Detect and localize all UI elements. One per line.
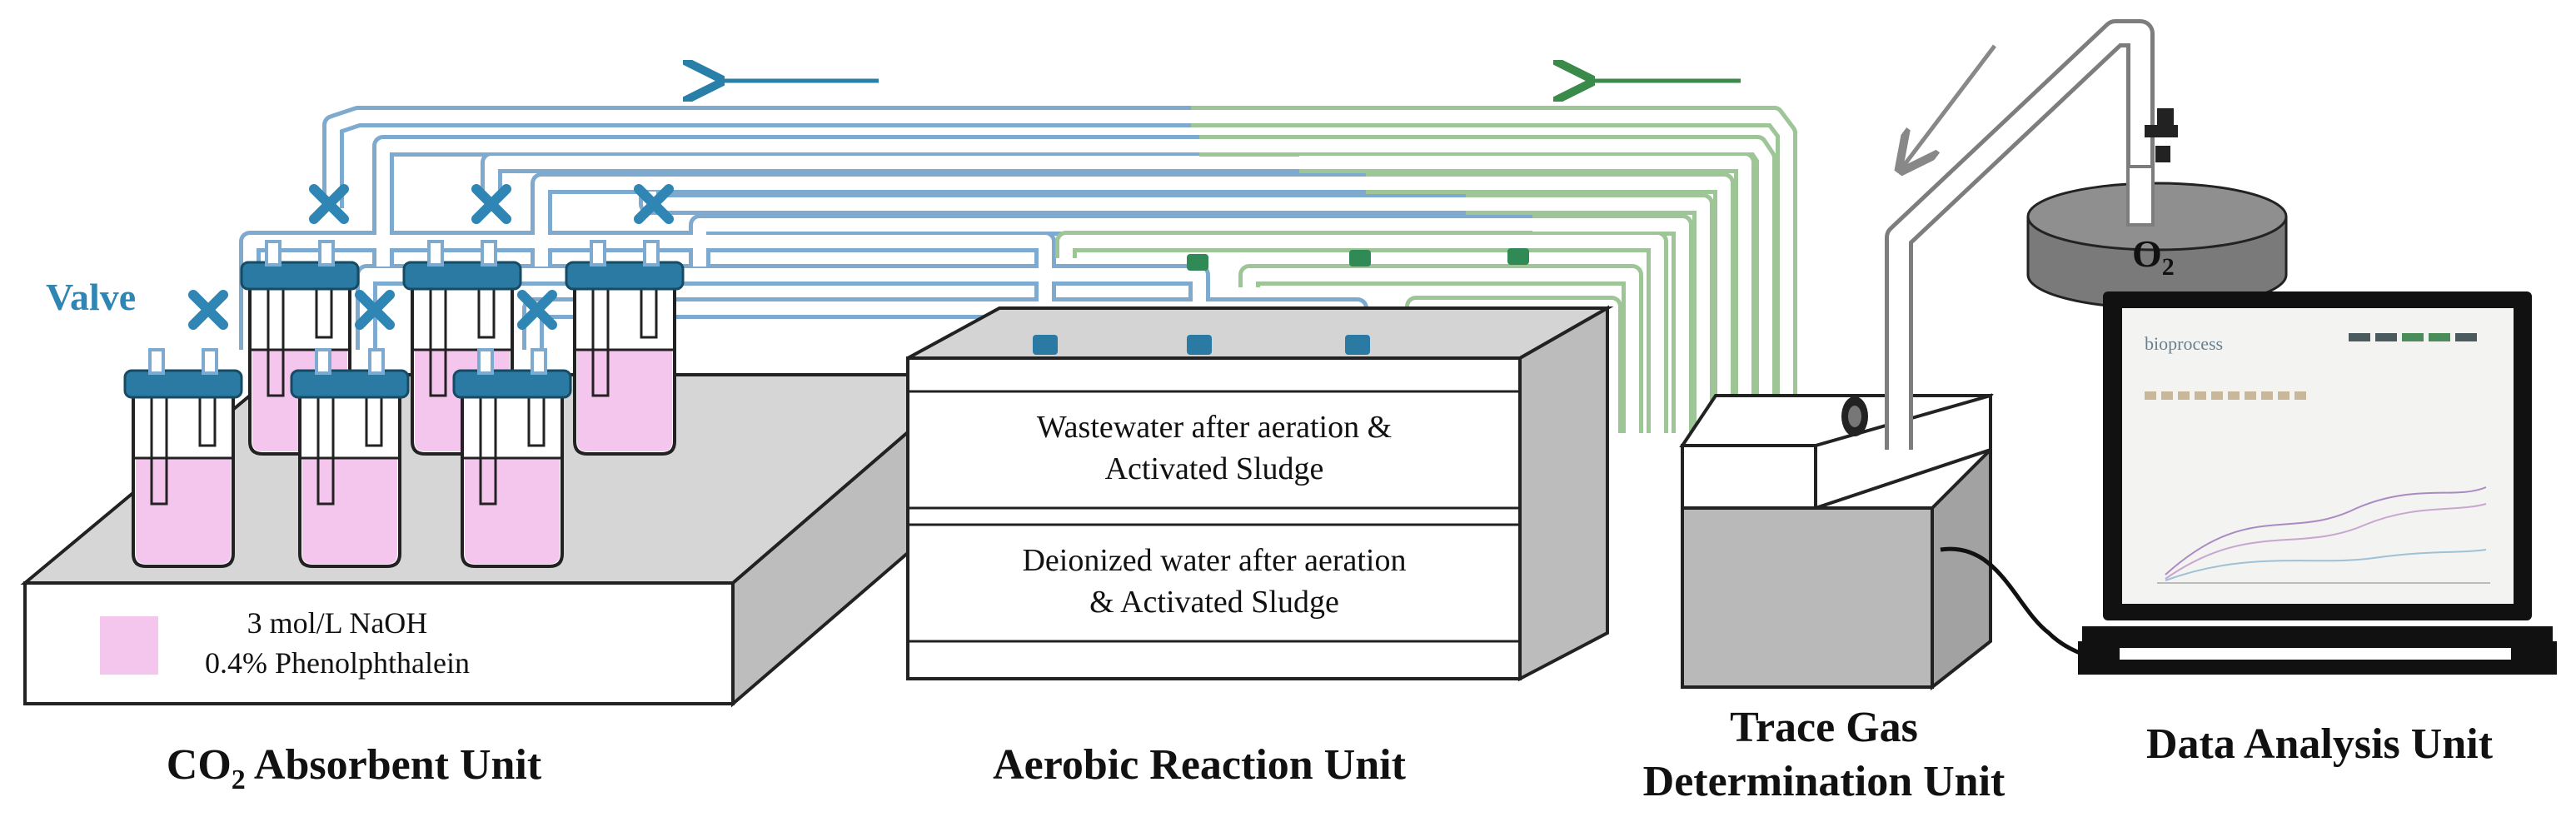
laptop-icon: bioprocess [2078,291,2557,675]
blue-connectors [1033,335,1370,355]
screen-buttons [2349,333,2477,341]
legend-swatch [100,616,158,675]
tank-labels: Wastewater after aeration & Activated Sl… [1022,410,1406,620]
o2-sensor: O2 [2026,108,2288,310]
legend: 3 mol/L NaOH 0.4% Phenolphthalein [100,606,470,680]
bottle [290,348,410,568]
valves [188,184,674,330]
o2-label: O2 [2132,232,2175,281]
green-tubing [1055,106,1797,433]
valve-x-icon [517,290,557,330]
co2-unit-label: CO2 Absorbent Unit [167,741,542,795]
trace-gas-label-line1: Trace Gas [1730,704,1918,751]
bottle [123,348,243,568]
valve-x-icon [309,184,349,224]
aerobic-unit-label: Aerobic Reaction Unit [993,741,1407,789]
screen-chart [2157,486,2490,584]
screen-brand: bioprocess [2145,333,2223,354]
valve-x-icon [355,290,395,330]
trace-gas-label-line2: Determination Unit [1643,758,2005,805]
aerobic-tank [906,305,1614,682]
cable-connector-icon [1841,396,1868,436]
valve-x-icon [188,290,228,330]
valve-x-icon [471,184,511,224]
trace-gas-device [1679,393,1994,691]
o2-probe-tube [1885,19,2155,450]
data-analysis-label: Data Analysis Unit [2146,720,2494,768]
legend-line-1: 3 mol/L NaOH [247,606,428,640]
valve-x-icon [634,184,674,224]
flow-arrow-icon [1903,44,1996,167]
tank-layer2-line1: Deionized water after aeration [1022,543,1406,578]
screen-tabs [2145,391,2306,400]
bottle [565,240,685,456]
bottle [452,348,572,568]
tank-layer2-line2: & Activated Sludge [1089,585,1339,620]
tank-layer1-line1: Wastewater after aeration & [1037,410,1392,445]
legend-line-2: 0.4% Phenolphthalein [205,646,470,680]
bottles [123,240,685,568]
valve-label: Valve [46,276,136,318]
knob-icon [2145,108,2178,162]
tank-layer1-line2: Activated Sludge [1105,451,1324,486]
